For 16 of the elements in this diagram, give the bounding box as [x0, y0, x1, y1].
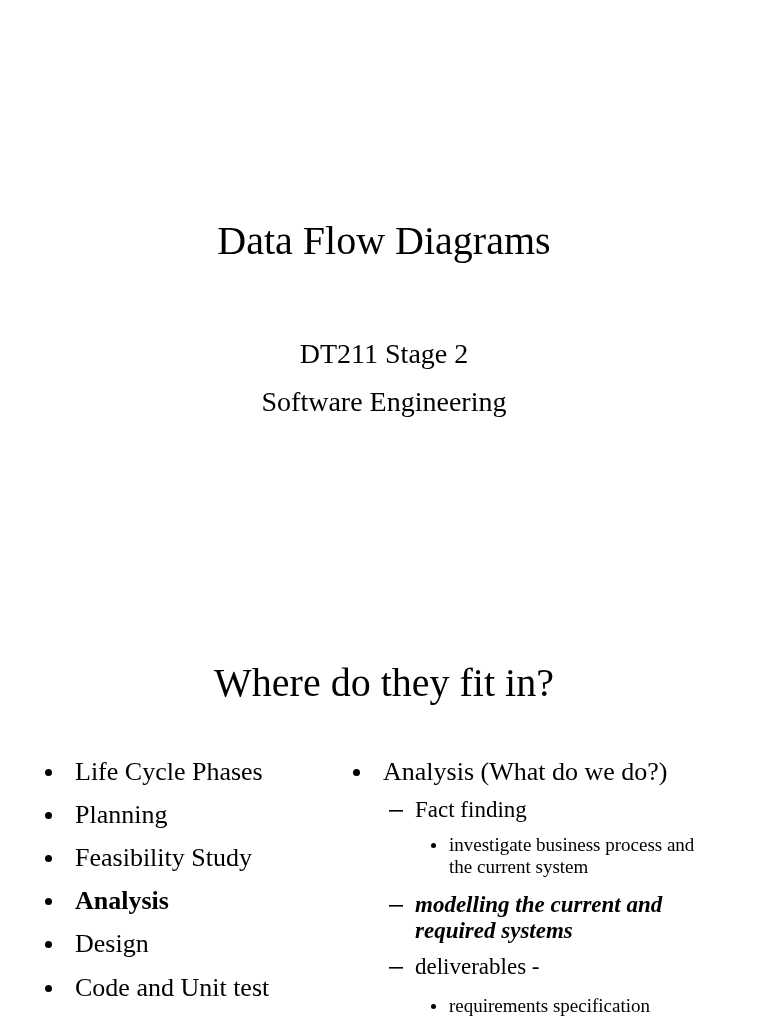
list-item: deliverables -	[415, 954, 541, 981]
subtitle: Software Engineering	[260, 386, 508, 419]
list-item: Analysis (What do we do?)	[383, 757, 669, 787]
list-item: modelling the current and required systems	[415, 892, 664, 945]
subtitle: DT211 Stage 2	[298, 338, 470, 371]
slide-title: Data Flow Diagrams	[216, 218, 552, 264]
list-item: Analysis	[75, 886, 170, 916]
list-item: requirements specification	[449, 995, 651, 1017]
list-item: Design	[75, 929, 150, 959]
slide-heading: Where do they fit in?	[213, 660, 555, 706]
list-item: Planning	[75, 800, 169, 830]
list-item: Feasibility Study	[75, 843, 253, 873]
list-item: investigate business process and the current system	[449, 834, 696, 878]
list-item: Life Cycle Phases	[75, 757, 264, 787]
list-item: Code and Unit test	[75, 973, 271, 1003]
list-item: Fact finding	[415, 797, 528, 824]
